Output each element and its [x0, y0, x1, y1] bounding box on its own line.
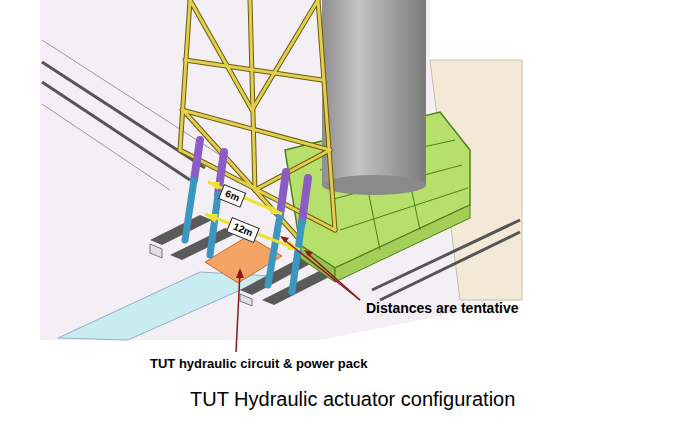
callout-label: TUT hydraulic circuit & power pack [150, 356, 367, 371]
note-label: Distances are tentative [366, 300, 519, 316]
caption: TUT Hydraulic actuator configuration [190, 388, 515, 411]
